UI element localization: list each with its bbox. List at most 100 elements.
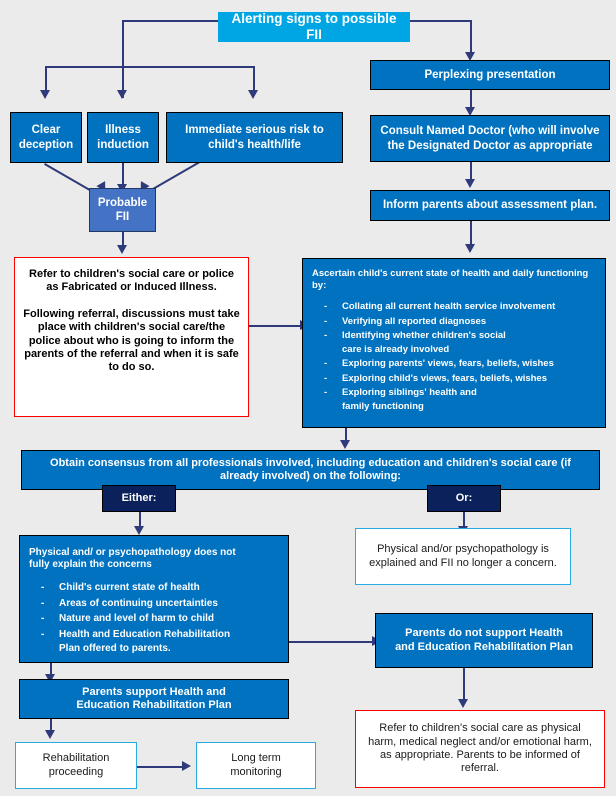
arrowhead-perplexing-to-consult xyxy=(465,107,475,116)
node-or-tab[interactable]: Or: xyxy=(427,485,501,512)
node-not-explained-heading: Physical and/ or psychopathology does no… xyxy=(29,547,236,571)
node-refer-social-care-part1: Refer to children's social care or polic… xyxy=(29,268,234,294)
bullet-marker: - xyxy=(41,628,45,640)
node-ascertain-health-heading: Ascertain child's current state of healt… xyxy=(312,268,589,291)
arrowhead-rehab-to-monitoring xyxy=(182,761,191,771)
connector-branch-bar xyxy=(45,66,254,68)
node-refer-physical-harm[interactable]: Refer to children's social care as physi… xyxy=(355,710,605,788)
connector-probable-to-refer xyxy=(122,232,124,249)
arrowhead-support-to-rehab xyxy=(45,730,55,739)
arrowhead-notexplained-to-support xyxy=(45,674,55,683)
node-clear-deception[interactable]: Clear deception xyxy=(10,112,82,163)
connector-notexplained-to-notsupport xyxy=(289,641,375,643)
node-immediate-risk[interactable]: Immediate serious risk to child's health… xyxy=(166,112,343,163)
bullet-text: Nature and level of harm to child xyxy=(59,613,215,625)
connector-support-to-rehab xyxy=(50,719,52,733)
node-parents-not-support[interactable]: Parents do not support Health and Educat… xyxy=(375,613,593,668)
node-explained-label: Physical and/or psychopathology is expla… xyxy=(369,543,557,569)
node-long-term-monitoring-label: Long term monitoring xyxy=(230,752,282,778)
bullet-item: - Exploring siblings' health and family … xyxy=(312,386,599,413)
node-refer-social-care-part2: Following referral, discussions must tak… xyxy=(23,307,240,374)
node-not-explained-bullets: - Child's current state of health - Area… xyxy=(20,571,288,658)
node-long-term-monitoring[interactable]: Long term monitoring xyxy=(196,742,316,789)
arrowhead-to-illness-induction xyxy=(117,90,127,99)
node-probable-fii[interactable]: Probable FII xyxy=(89,188,156,232)
arrowhead-either-to-notexplained xyxy=(134,526,144,535)
arrowhead-to-perplexing xyxy=(465,52,475,61)
node-perplexing-presentation[interactable]: Perplexing presentation xyxy=(370,60,610,90)
node-perplexing-presentation-label: Perplexing presentation xyxy=(424,68,556,81)
node-explained[interactable]: Physical and/or psychopathology is expla… xyxy=(355,528,571,585)
node-parents-not-support-label: Parents do not support Health and Educat… xyxy=(395,627,573,653)
connector-rehab-to-monitoring xyxy=(137,766,185,768)
connector-either-to-notexplained xyxy=(139,511,141,527)
arrowhead-consult-to-inform xyxy=(465,179,475,188)
bullet-text: Health and Education Rehabilitation Plan… xyxy=(59,628,231,655)
bullet-item: - Exploring parents' views, fears, belie… xyxy=(312,357,599,370)
node-rehab-proceeding[interactable]: Rehabilitation proceeding xyxy=(15,742,137,789)
connector-or-to-explained xyxy=(463,511,465,527)
node-either-tab[interactable]: Either: xyxy=(102,485,176,512)
bullet-text: Exploring child's views, fears, beliefs,… xyxy=(342,372,548,384)
node-rehab-proceeding-label: Rehabilitation proceeding xyxy=(42,752,110,778)
node-parents-support-label: Parents support Health and Education Reh… xyxy=(76,685,232,711)
bullet-marker: - xyxy=(41,582,45,594)
bullet-marker: - xyxy=(41,613,45,625)
node-parents-support[interactable]: Parents support Health and Education Reh… xyxy=(19,679,289,719)
connector-alerting-left-stub xyxy=(122,20,218,22)
node-not-explained[interactable]: Physical and/ or psychopathology does no… xyxy=(19,535,289,663)
node-ascertain-health[interactable]: Ascertain child's current state of healt… xyxy=(302,258,606,428)
connector-illness-to-probable xyxy=(122,163,124,187)
connector-branch-to-clear xyxy=(45,66,47,92)
connector-consult-to-inform xyxy=(470,162,472,182)
arrowhead-ascertain-to-consensus xyxy=(340,440,350,449)
connector-notexplained-to-support xyxy=(50,663,52,677)
node-ascertain-health-bullets: - Collating all current health service i… xyxy=(303,291,605,414)
node-refer-social-care[interactable]: Refer to children's social care or polic… xyxy=(14,257,249,417)
node-immediate-risk-label: Immediate serious risk to child's health… xyxy=(185,124,324,151)
node-inform-parents[interactable]: Inform parents about assessment plan. xyxy=(370,190,610,221)
node-alerting-signs[interactable]: Alerting signs to possible FII xyxy=(218,10,410,42)
node-consult-named-doctor-label: Consult Named Doctor (who will involve t… xyxy=(380,125,600,152)
node-obtain-consensus[interactable]: Obtain consensus from all professionals … xyxy=(21,450,600,490)
node-clear-deception-label: Clear deception xyxy=(18,124,74,151)
arrowhead-to-clear-deception xyxy=(40,90,50,99)
bullet-marker: - xyxy=(324,315,328,327)
bullet-text: Verifying all reported diagnoses xyxy=(342,315,487,327)
bullet-text: Areas of continuing uncertainties xyxy=(59,597,218,609)
bullet-item: - Collating all current health service i… xyxy=(312,300,599,313)
arrowhead-probable-to-refer xyxy=(117,245,127,254)
connector-branch-to-illness xyxy=(122,66,124,92)
connector-alerting-left-down xyxy=(122,20,124,98)
node-probable-fii-label: Probable FII xyxy=(97,196,148,223)
bullet-text: Collating all current health service inv… xyxy=(342,301,556,313)
node-illness-induction[interactable]: Illness induction xyxy=(87,112,159,163)
node-consult-named-doctor[interactable]: Consult Named Doctor (who will involve t… xyxy=(370,115,610,162)
bullet-marker: - xyxy=(324,330,328,342)
node-either-tab-label: Either: xyxy=(121,491,157,504)
arrowhead-notsupport-to-refer xyxy=(458,699,468,708)
bullet-text: Child's current state of health xyxy=(59,582,200,594)
connector-ascertain-to-consensus xyxy=(345,427,347,443)
arrowhead-inform-to-ascertain xyxy=(465,244,475,253)
node-alerting-signs-label: Alerting signs to possible FII xyxy=(231,10,397,42)
bullet-marker: - xyxy=(41,597,45,609)
bullet-item: - Nature and level of harm to child xyxy=(29,612,282,627)
connector-branch-to-immediate xyxy=(253,66,255,92)
bullet-text: Exploring siblings' health and family fu… xyxy=(342,387,477,412)
node-obtain-consensus-label: Obtain consensus from all professionals … xyxy=(50,456,571,482)
connector-refer-to-ascertain xyxy=(248,325,302,327)
connector-alerting-right-stub xyxy=(410,20,470,22)
connector-alerting-right-down xyxy=(470,20,472,56)
bullet-item: - Verifying all reported diagnoses xyxy=(312,315,599,328)
bullet-item: - Child's current state of health xyxy=(29,581,282,596)
node-inform-parents-label: Inform parents about assessment plan. xyxy=(382,199,598,212)
bullet-item: - Health and Education Rehabilitation Pl… xyxy=(29,628,282,657)
connector-inform-to-ascertain xyxy=(470,221,472,247)
bullet-item: - Identifying whether children's social … xyxy=(312,329,599,356)
bullet-text: Identifying whether children's social ca… xyxy=(342,330,506,355)
bullet-text: Exploring parents' views, fears, beliefs… xyxy=(342,358,554,370)
bullet-item: - Exploring child's views, fears, belief… xyxy=(312,372,599,385)
arrowhead-to-immediate-risk xyxy=(248,90,258,99)
